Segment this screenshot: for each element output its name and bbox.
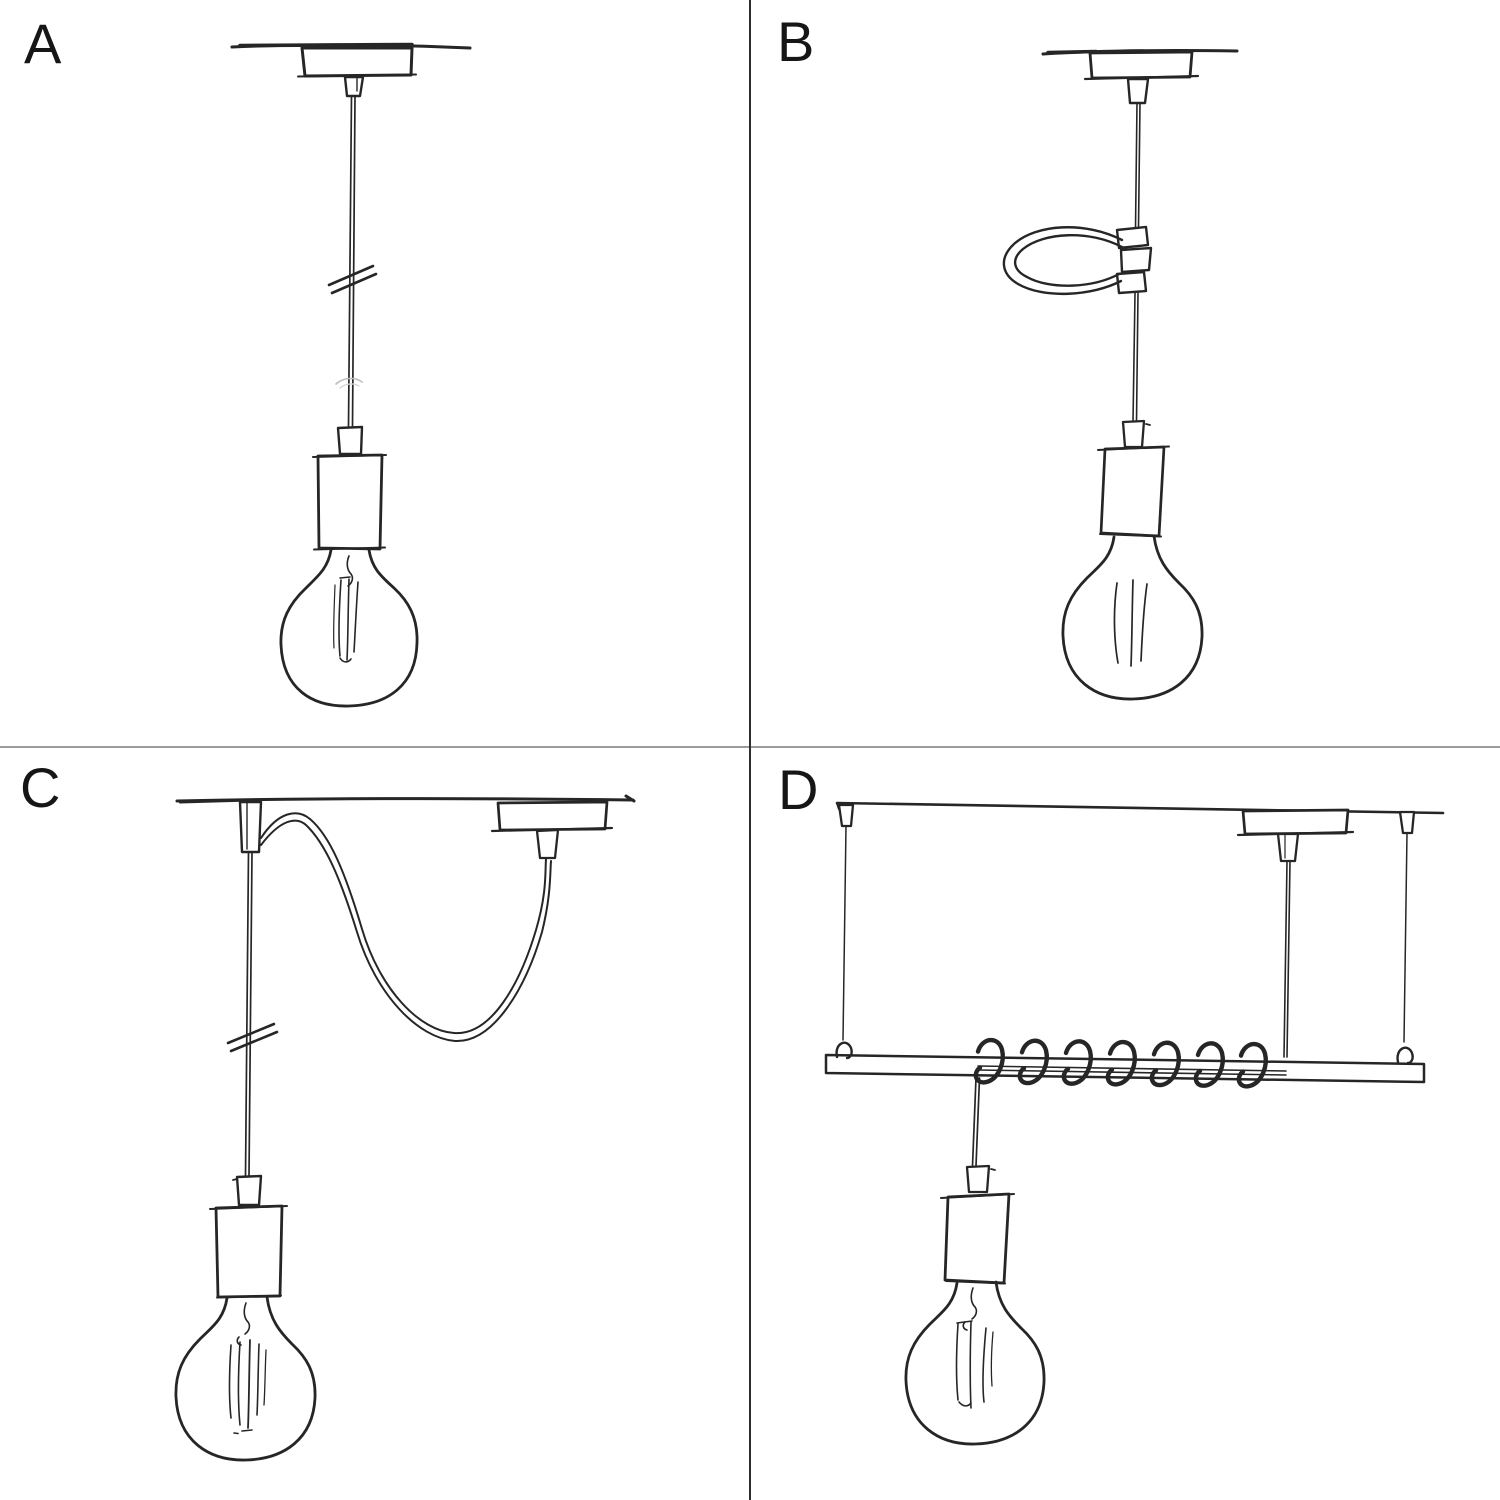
pendant-cable-upper [1134, 102, 1141, 229]
ceiling-line [175, 794, 636, 804]
filament [228, 1302, 267, 1435]
ceiling-line [835, 801, 1445, 815]
cable-length-break-marks [226, 1022, 279, 1053]
cable-grip [343, 75, 365, 98]
globe-bulb [174, 1295, 317, 1462]
lamp-holder [312, 425, 387, 551]
cable-length-break-marks [327, 264, 378, 295]
ceiling-hook-right [1398, 810, 1416, 835]
filament [332, 555, 359, 663]
ceiling-hook-left [837, 803, 855, 828]
panel-c [0, 748, 750, 1500]
cable-clip-with-loop [1002, 225, 1153, 296]
pendant-cable [347, 95, 356, 427]
panel-d [750, 748, 1500, 1500]
panel-a [0, 0, 750, 746]
globe-bulb [1061, 534, 1204, 701]
suspension-wire-right [1403, 832, 1408, 1043]
ceiling-rose [1236, 808, 1355, 837]
suspension-wire-left [842, 825, 847, 1041]
lamp-holder [940, 1164, 1015, 1285]
ceiling-rose [490, 800, 614, 833]
pendant-cable [244, 851, 253, 1177]
panel-b [750, 0, 1500, 746]
globe-bulb [904, 1280, 1046, 1446]
globe-bulb [279, 548, 419, 708]
panel-label-b: B [777, 10, 816, 73]
wire-loop-right [1396, 1046, 1414, 1065]
pencil-smudge [335, 377, 363, 389]
grid-divider-vertical [749, 0, 751, 1500]
cable-spiral-wrap [973, 1037, 1268, 1089]
filament [955, 1287, 994, 1409]
panel-label-a: A [24, 12, 63, 75]
pendant-cable-from-rose [1283, 860, 1291, 1058]
pendant-cable-lower [1132, 292, 1139, 423]
cable-grip [1126, 77, 1150, 105]
swag-cable [260, 812, 552, 1043]
panel-label-d: D [778, 758, 820, 821]
ceiling-rose [1083, 50, 1200, 81]
lamp-holder [1097, 419, 1170, 538]
panel-label-c: C [20, 756, 62, 819]
pendant-cable-drop [971, 1077, 981, 1167]
cable-grip [1276, 832, 1300, 863]
wire-loop-left [835, 1041, 853, 1060]
filament [1113, 579, 1148, 667]
ceiling-rose [297, 46, 417, 78]
ceiling-anchor [238, 800, 263, 854]
ceiling-line [1041, 48, 1239, 56]
ceiling-line [230, 42, 472, 50]
cable-grip [535, 828, 560, 860]
lamp-holder [209, 1174, 288, 1299]
